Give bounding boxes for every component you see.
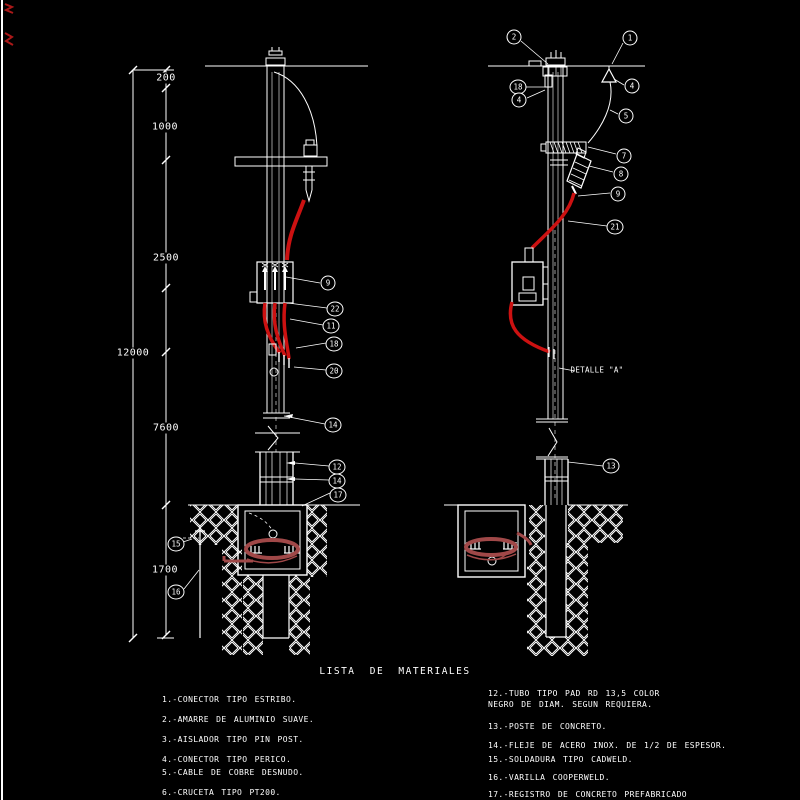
- pole-top-insulator: [265, 47, 286, 66]
- materials-list-title: LISTA DE MATERIALES: [319, 666, 471, 677]
- material-item: 16.-VARILLA COOPERWELD.: [488, 773, 610, 782]
- break-symbol: [255, 425, 300, 453]
- material-item: 1.-CONECTOR TIPO ESTRIBO.: [162, 695, 297, 704]
- callout-5: 5: [618, 108, 634, 124]
- ground-rod: [183, 526, 205, 638]
- material-item: 6.-CRUCETA TIPO PT200.: [162, 788, 281, 797]
- pole-top-insulator: [545, 50, 566, 66]
- detail-leader: [558, 367, 576, 372]
- callout-2: 2: [506, 29, 522, 45]
- material-item: 14.-FLEJE DE ACERO INOX. DE 1/2 DE ESPES…: [488, 741, 727, 750]
- dimension-label: 2500: [150, 252, 182, 264]
- callout-17: 17: [329, 487, 347, 503]
- registro-box: [457, 504, 533, 578]
- primary-cable: [285, 199, 306, 261]
- callout-14: 14: [328, 473, 346, 489]
- callout-9: 9: [320, 275, 336, 291]
- callout-13: 13: [602, 458, 620, 474]
- leader-13: [567, 461, 604, 467]
- meter-down-cable: [508, 301, 551, 354]
- jumper-cable: [273, 71, 318, 147]
- material-item: 5.-CABLE DE COBRE DESNUDO.: [162, 768, 304, 777]
- lightning-arrester: [566, 147, 592, 195]
- material-item: 4.-CONECTOR TIPO PERICO.: [162, 755, 292, 764]
- callout-4: 4: [624, 78, 640, 94]
- arrester-cable: [530, 192, 576, 250]
- cutout-fuse: [540, 141, 587, 166]
- callout-21: 21: [606, 219, 624, 235]
- break-symbol: [536, 418, 568, 460]
- callout-1: 1: [622, 30, 638, 46]
- left-view: [182, 47, 368, 655]
- dimension-label: 1700: [149, 564, 181, 576]
- registro-box: [222, 504, 308, 576]
- conductor-clamp: [528, 60, 568, 88]
- callout-14: 14: [324, 417, 342, 433]
- callout-15: 15: [167, 536, 185, 552]
- pole-clamp: [268, 343, 277, 356]
- callout-11: 11: [322, 318, 340, 334]
- callout-8: 8: [613, 166, 629, 182]
- cable-end-connectors: [278, 352, 290, 368]
- steel-band: [263, 412, 290, 419]
- earth-hatch: [527, 505, 623, 656]
- right-view-leaders: [520, 40, 625, 227]
- callout-7: 7: [616, 148, 632, 164]
- material-item: 13.-POSTE DE CONCRETO.: [488, 722, 607, 731]
- material-item: 12.-TUBO TIPO PAD RD 13,5 COLOR: [488, 689, 660, 698]
- callout-18: 18: [325, 336, 343, 352]
- meter-box: [511, 247, 548, 306]
- pole-hole: [269, 367, 279, 377]
- callout-4: 4: [511, 92, 527, 108]
- material-item: 17.-REGISTRO DE CONCRETO PREFABRICADO: [488, 790, 688, 799]
- buried-pipe: [545, 505, 567, 638]
- dimension-label: 12000: [114, 347, 152, 359]
- material-item: 2.-AMARRE DE ALUMINIO SUAVE.: [162, 715, 315, 724]
- jumper-cable: [587, 81, 612, 144]
- callout-20: 20: [325, 363, 343, 379]
- fuse-box: [249, 261, 294, 304]
- buried-pipe: [262, 575, 290, 639]
- detail-a-label: DETALLE "A": [570, 365, 624, 375]
- dimension-label: 200: [154, 72, 178, 84]
- right-view: [444, 40, 645, 656]
- conduit-section: [259, 452, 294, 505]
- cable-end-connectors: [548, 347, 555, 359]
- left-view-leaders: [182, 276, 331, 590]
- callout-18: 18: [509, 79, 527, 95]
- secondary-cables: [262, 302, 291, 360]
- stirrup-connector: [600, 66, 618, 83]
- material-item: NEGRO DE DIAM. SEGUN REQUIERA.: [488, 700, 653, 709]
- callout-16: 16: [167, 584, 185, 600]
- arm-cutout: [303, 139, 318, 203]
- material-item: 15.-SOLDADURA TIPO CADWELD.: [488, 755, 633, 764]
- callout-9: 9: [610, 186, 626, 202]
- callout-12: 12: [328, 459, 346, 475]
- conduit-section: [544, 459, 569, 505]
- material-item: 3.-AISLADOR TIPO PIN POST.: [162, 735, 304, 744]
- dimension-label: 1000: [149, 121, 181, 133]
- red-artifact-marks: [3, 3, 15, 46]
- dimension-label: 7600: [150, 422, 182, 434]
- callout-22: 22: [326, 301, 344, 317]
- crossarm: [234, 156, 328, 167]
